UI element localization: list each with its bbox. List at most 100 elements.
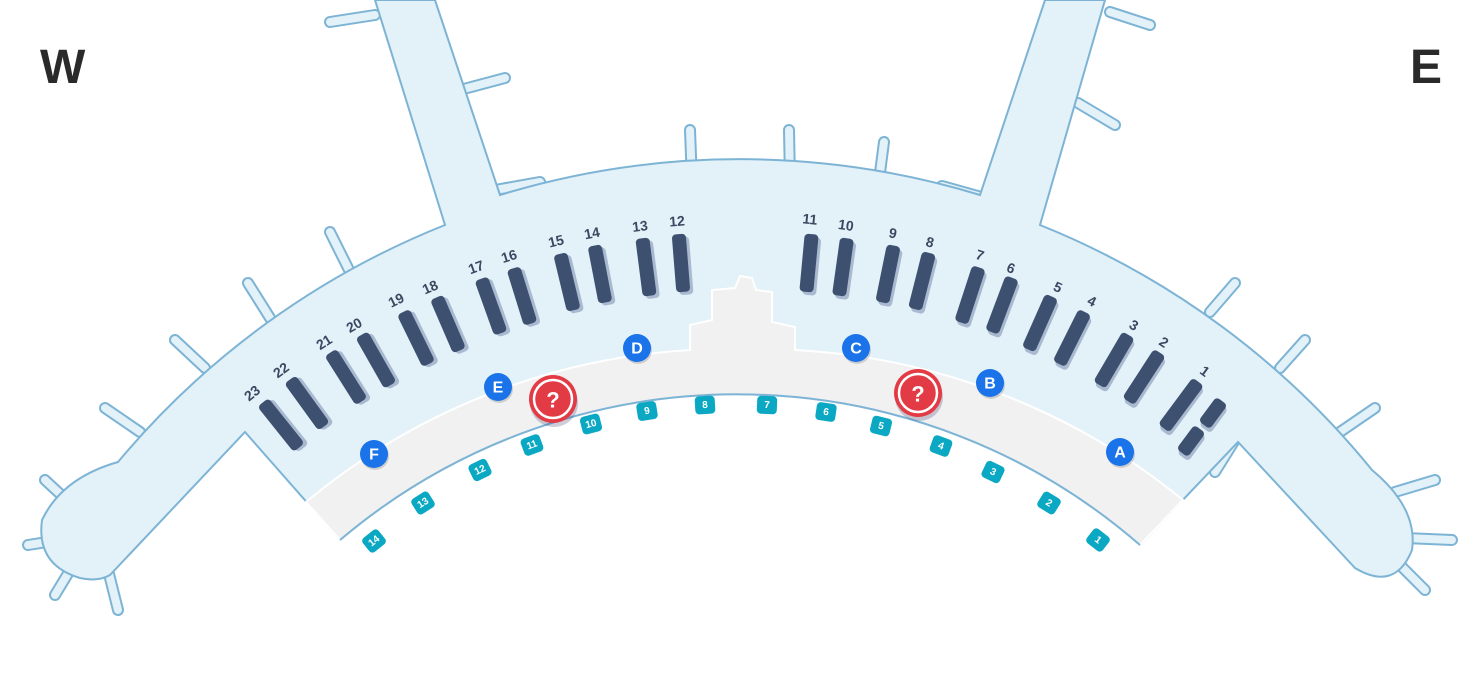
gate-badge	[756, 395, 778, 415]
help-desk-2[interactable]: ?	[894, 369, 943, 421]
gate-badge	[815, 402, 837, 422]
jet-bridge	[489, 176, 546, 196]
baggage-belt-5[interactable]: 5	[1022, 278, 1065, 356]
belt-label: 18	[420, 276, 441, 297]
gate-badge	[869, 415, 893, 437]
gate-13[interactable]: 13	[410, 490, 437, 516]
jet-bridge	[102, 564, 124, 616]
belt-carousel	[507, 267, 537, 325]
belt-carousel	[1054, 310, 1090, 366]
baggage-belt-9[interactable]: 9	[875, 224, 903, 307]
gate-label: 6	[822, 407, 830, 419]
belt-carousel	[357, 332, 395, 388]
baggage-belt-23[interactable]: 23	[241, 382, 309, 453]
compass-east: E	[1410, 41, 1443, 94]
baggage-belt-20[interactable]: 20	[343, 314, 400, 390]
question-icon	[529, 375, 577, 423]
belt-carousel	[1094, 332, 1134, 388]
baggage-belt-8[interactable]: 8	[908, 233, 938, 314]
belt-carousel	[1200, 398, 1226, 428]
jet-bridge	[1204, 277, 1241, 318]
belt-carousel	[1123, 350, 1165, 404]
gate-1[interactable]: 1	[1085, 527, 1112, 553]
exit-marker-B[interactable]: B	[976, 369, 1005, 399]
gate-label: 8	[702, 400, 709, 411]
gate-label: 11	[525, 438, 539, 452]
baggage-belt-13[interactable]: 13	[631, 217, 660, 299]
jet-bridge	[1072, 97, 1121, 131]
exit-marker-D[interactable]: D	[623, 334, 652, 364]
gate-11[interactable]: 11	[519, 433, 544, 457]
jet-bridge	[99, 402, 146, 438]
belt-carousel	[908, 252, 936, 310]
gate-5[interactable]: 5	[869, 415, 893, 437]
baggage-belt-12[interactable]: 12	[669, 212, 694, 295]
belt-carousel	[1178, 426, 1204, 456]
gate-6[interactable]: 6	[815, 402, 837, 423]
gate-label: 7	[764, 400, 770, 411]
gate-label: 12	[473, 463, 488, 478]
question-icon	[894, 369, 942, 417]
belt-label: 15	[547, 231, 566, 250]
jet-bridge	[1104, 6, 1156, 31]
exit-marker-C[interactable]: C	[842, 334, 871, 364]
gate-badge	[411, 491, 435, 515]
marker-label: F	[369, 447, 379, 464]
marker-circle	[842, 334, 870, 362]
baggage-belt-21[interactable]: 21	[313, 331, 371, 406]
baggage-belt-14[interactable]: 14	[583, 224, 616, 307]
gate-14[interactable]: 14	[361, 528, 388, 555]
gate-badge	[1086, 528, 1110, 552]
baggage-belt-19[interactable]: 19	[385, 289, 439, 368]
baggage-belt-11[interactable]: 11	[799, 210, 822, 296]
baggage-belt-6[interactable]: 6	[985, 259, 1020, 338]
belt-carousel	[431, 295, 465, 353]
belt-label: 21	[313, 331, 335, 353]
gate-badge	[362, 529, 386, 553]
exit-marker-A[interactable]: A	[1106, 438, 1135, 468]
belt-label: 20	[343, 314, 365, 336]
belt-label: 12	[669, 212, 686, 229]
gate-2[interactable]: 2	[1036, 490, 1062, 516]
exit-marker-F[interactable]: F	[360, 440, 389, 470]
help-desk-1[interactable]: ?	[529, 375, 578, 427]
gate-label: 3	[988, 466, 998, 479]
belt-carousel	[1159, 379, 1203, 431]
jet-bridge	[324, 9, 381, 28]
baggage-belt-10[interactable]: 10	[832, 216, 857, 300]
gate-label: 10	[584, 418, 598, 432]
exit-marker-E[interactable]: E	[484, 373, 513, 403]
gate-4[interactable]: 4	[929, 434, 954, 458]
baggage-belt-18[interactable]: 18	[420, 276, 470, 354]
belt-carousel	[259, 399, 303, 451]
gate-badge	[1037, 491, 1061, 515]
belt-label: 13	[631, 217, 649, 235]
marker-label: D	[631, 341, 643, 358]
baggage-belt-16[interactable]: 16	[499, 246, 541, 328]
gate-badge	[636, 401, 658, 421]
gate-12[interactable]: 12	[467, 458, 493, 483]
jet-bridge	[1274, 334, 1311, 374]
baggage-belt-3[interactable]: 3	[1093, 316, 1142, 393]
baggage-belt-7[interactable]: 7	[954, 246, 987, 328]
belt-carousel	[832, 237, 854, 297]
belt-carousel	[672, 233, 690, 293]
gate-3[interactable]: 3	[980, 460, 1006, 485]
gate-label: 1	[1092, 534, 1103, 546]
gate-8[interactable]: 8	[694, 395, 716, 415]
gate-9[interactable]: 9	[636, 401, 659, 422]
marker-label: B	[984, 376, 996, 393]
jet-bridge	[169, 334, 211, 374]
belt-carousel	[955, 266, 985, 324]
baggage-belt-17[interactable]: 17	[466, 257, 511, 338]
gate-7[interactable]: 7	[756, 395, 778, 415]
jet-bridge	[324, 226, 356, 278]
belt-label: 16	[499, 246, 519, 266]
gate-10[interactable]: 10	[579, 413, 603, 435]
baggage-belt-15[interactable]: 15	[547, 231, 585, 314]
belt-label: 17	[466, 257, 486, 277]
markers: A B C D E F??	[360, 334, 1135, 470]
belt-carousel	[588, 244, 612, 304]
